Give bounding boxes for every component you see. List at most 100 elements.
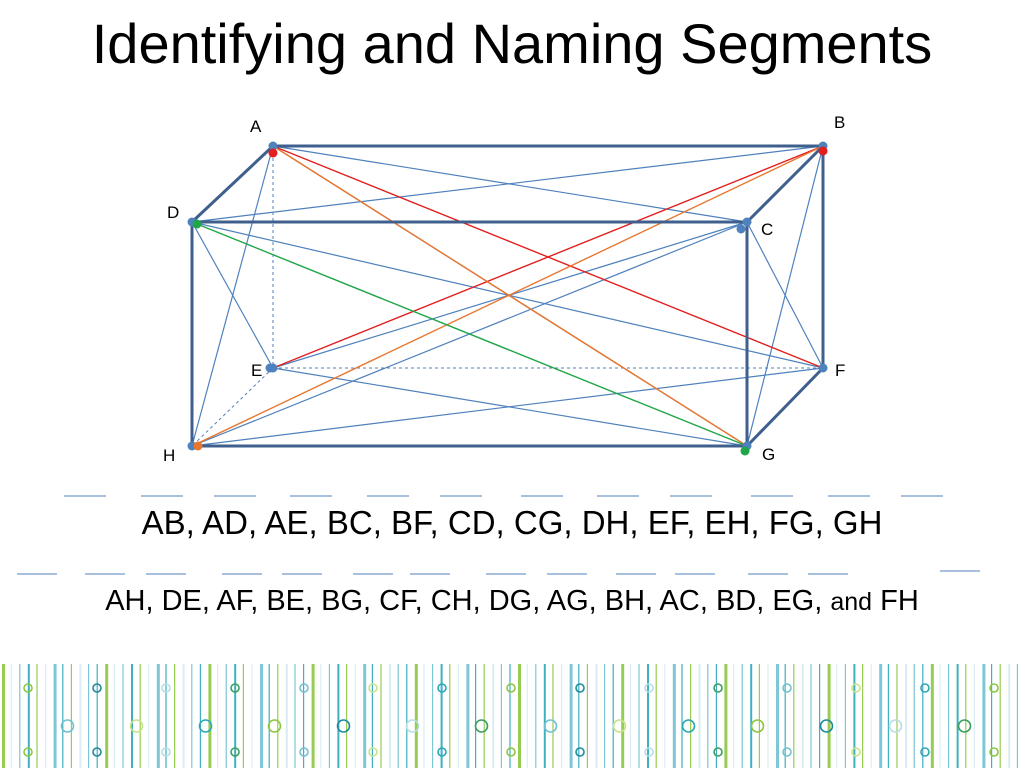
border-stripe xyxy=(681,664,683,768)
edge-bc xyxy=(745,144,825,224)
border-loop xyxy=(957,719,972,733)
border-stripe xyxy=(638,664,640,768)
vertex-point-a xyxy=(268,141,278,151)
border-loop xyxy=(819,719,834,733)
border-stripe xyxy=(277,664,279,768)
border-loop xyxy=(368,747,378,757)
border-stripe xyxy=(354,664,356,768)
border-stripe xyxy=(483,664,485,768)
border-loop xyxy=(506,683,516,693)
vertex-label-f: F xyxy=(835,361,845,380)
green-diagonal-dg xyxy=(191,221,748,447)
border-loop xyxy=(644,683,654,693)
border-loop xyxy=(230,683,240,693)
slide-title: Identifying and Naming Segments xyxy=(91,12,933,75)
border-loop xyxy=(336,719,351,733)
border-stripe xyxy=(346,664,348,768)
border-stripe xyxy=(36,664,38,768)
border-stripe xyxy=(449,664,451,768)
diagonal-fh xyxy=(191,367,824,447)
border-stripe xyxy=(827,664,831,768)
border-stripe xyxy=(88,664,90,768)
border-stripe xyxy=(578,664,580,768)
red-diagonal-be xyxy=(272,145,824,369)
border-stripe xyxy=(131,664,133,768)
border-loop xyxy=(198,719,213,733)
hidden-edges xyxy=(191,146,823,447)
border-stripe xyxy=(776,664,779,768)
border-stripe xyxy=(664,664,666,768)
border-loop xyxy=(60,719,75,733)
border-stripe xyxy=(457,664,459,768)
border-stripe xyxy=(311,664,315,768)
border-loop xyxy=(713,747,723,757)
border-stripe xyxy=(982,664,986,768)
edge-segment-list: AB, AD, AE, BC, BF, CD, CG, DH, EF, EH, … xyxy=(0,503,1024,543)
border-stripe xyxy=(896,664,898,768)
border-loop xyxy=(299,683,309,693)
prism-edges xyxy=(190,144,825,448)
border-stripe xyxy=(939,664,941,768)
border-stripe xyxy=(62,664,64,768)
vertex-point-f xyxy=(818,363,828,373)
border-loop xyxy=(989,683,999,693)
border-stripe xyxy=(79,664,82,768)
hidden-edge-eh xyxy=(191,367,274,447)
border-loop xyxy=(989,747,999,757)
border-stripe xyxy=(604,664,606,768)
border-stripe xyxy=(10,664,12,768)
border-stripe xyxy=(139,664,141,768)
border-loop xyxy=(92,747,102,757)
border-stripe xyxy=(337,664,340,768)
border-loop xyxy=(888,719,903,733)
border-stripe xyxy=(165,664,167,768)
border-stripe xyxy=(363,664,367,768)
last-diagonal-text: FH xyxy=(872,585,919,617)
border-loop xyxy=(782,747,792,757)
border-stripe xyxy=(122,664,124,768)
border-stripe xyxy=(509,664,511,768)
vertex-accent-h-orange xyxy=(193,441,203,451)
border-stripe xyxy=(397,664,399,768)
border-loop xyxy=(230,747,240,757)
border-stripe xyxy=(543,664,546,768)
border-stripe xyxy=(973,664,975,768)
prism-diagram: A B C D E F G H xyxy=(163,113,845,465)
decorative-border xyxy=(2,664,1018,768)
overbar-marks xyxy=(17,495,980,575)
border-stripe xyxy=(913,664,915,768)
vertex-label-a: A xyxy=(250,117,262,136)
border-stripe xyxy=(406,664,408,768)
vertex-accent-c xyxy=(736,224,746,234)
vertex-accent-a-red xyxy=(268,148,278,158)
border-stripe xyxy=(260,664,263,768)
border-stripe xyxy=(965,664,967,768)
border-loop xyxy=(92,683,102,693)
border-stripe xyxy=(500,664,502,768)
border-stripe xyxy=(715,664,717,768)
edge-segments-text: AB, AD, AE, BC, BF, CD, CG, DH, EF, EH, … xyxy=(141,504,883,541)
border-stripe xyxy=(414,664,418,768)
border-loop xyxy=(575,683,585,693)
border-stripe xyxy=(492,664,495,768)
vertex-label-g: G xyxy=(762,445,775,464)
border-stripe xyxy=(672,664,676,768)
border-stripe xyxy=(208,664,212,768)
border-stripe xyxy=(182,664,185,768)
border-stripe xyxy=(234,664,237,768)
diagonal-bd xyxy=(191,145,824,223)
border-stripe xyxy=(767,664,769,768)
vertex-points xyxy=(187,141,828,456)
border-stripe xyxy=(810,664,812,768)
border-stripe xyxy=(303,664,305,768)
diagonal-de xyxy=(191,221,274,369)
border-loop xyxy=(23,747,33,757)
border-stripe xyxy=(217,664,219,768)
border-loop xyxy=(405,719,420,733)
border-stripe xyxy=(879,664,883,768)
border-stripe xyxy=(423,664,425,768)
border-stripe xyxy=(242,664,244,768)
border-stripe xyxy=(647,664,649,768)
border-stripe xyxy=(535,664,537,768)
border-stripe xyxy=(922,664,924,768)
